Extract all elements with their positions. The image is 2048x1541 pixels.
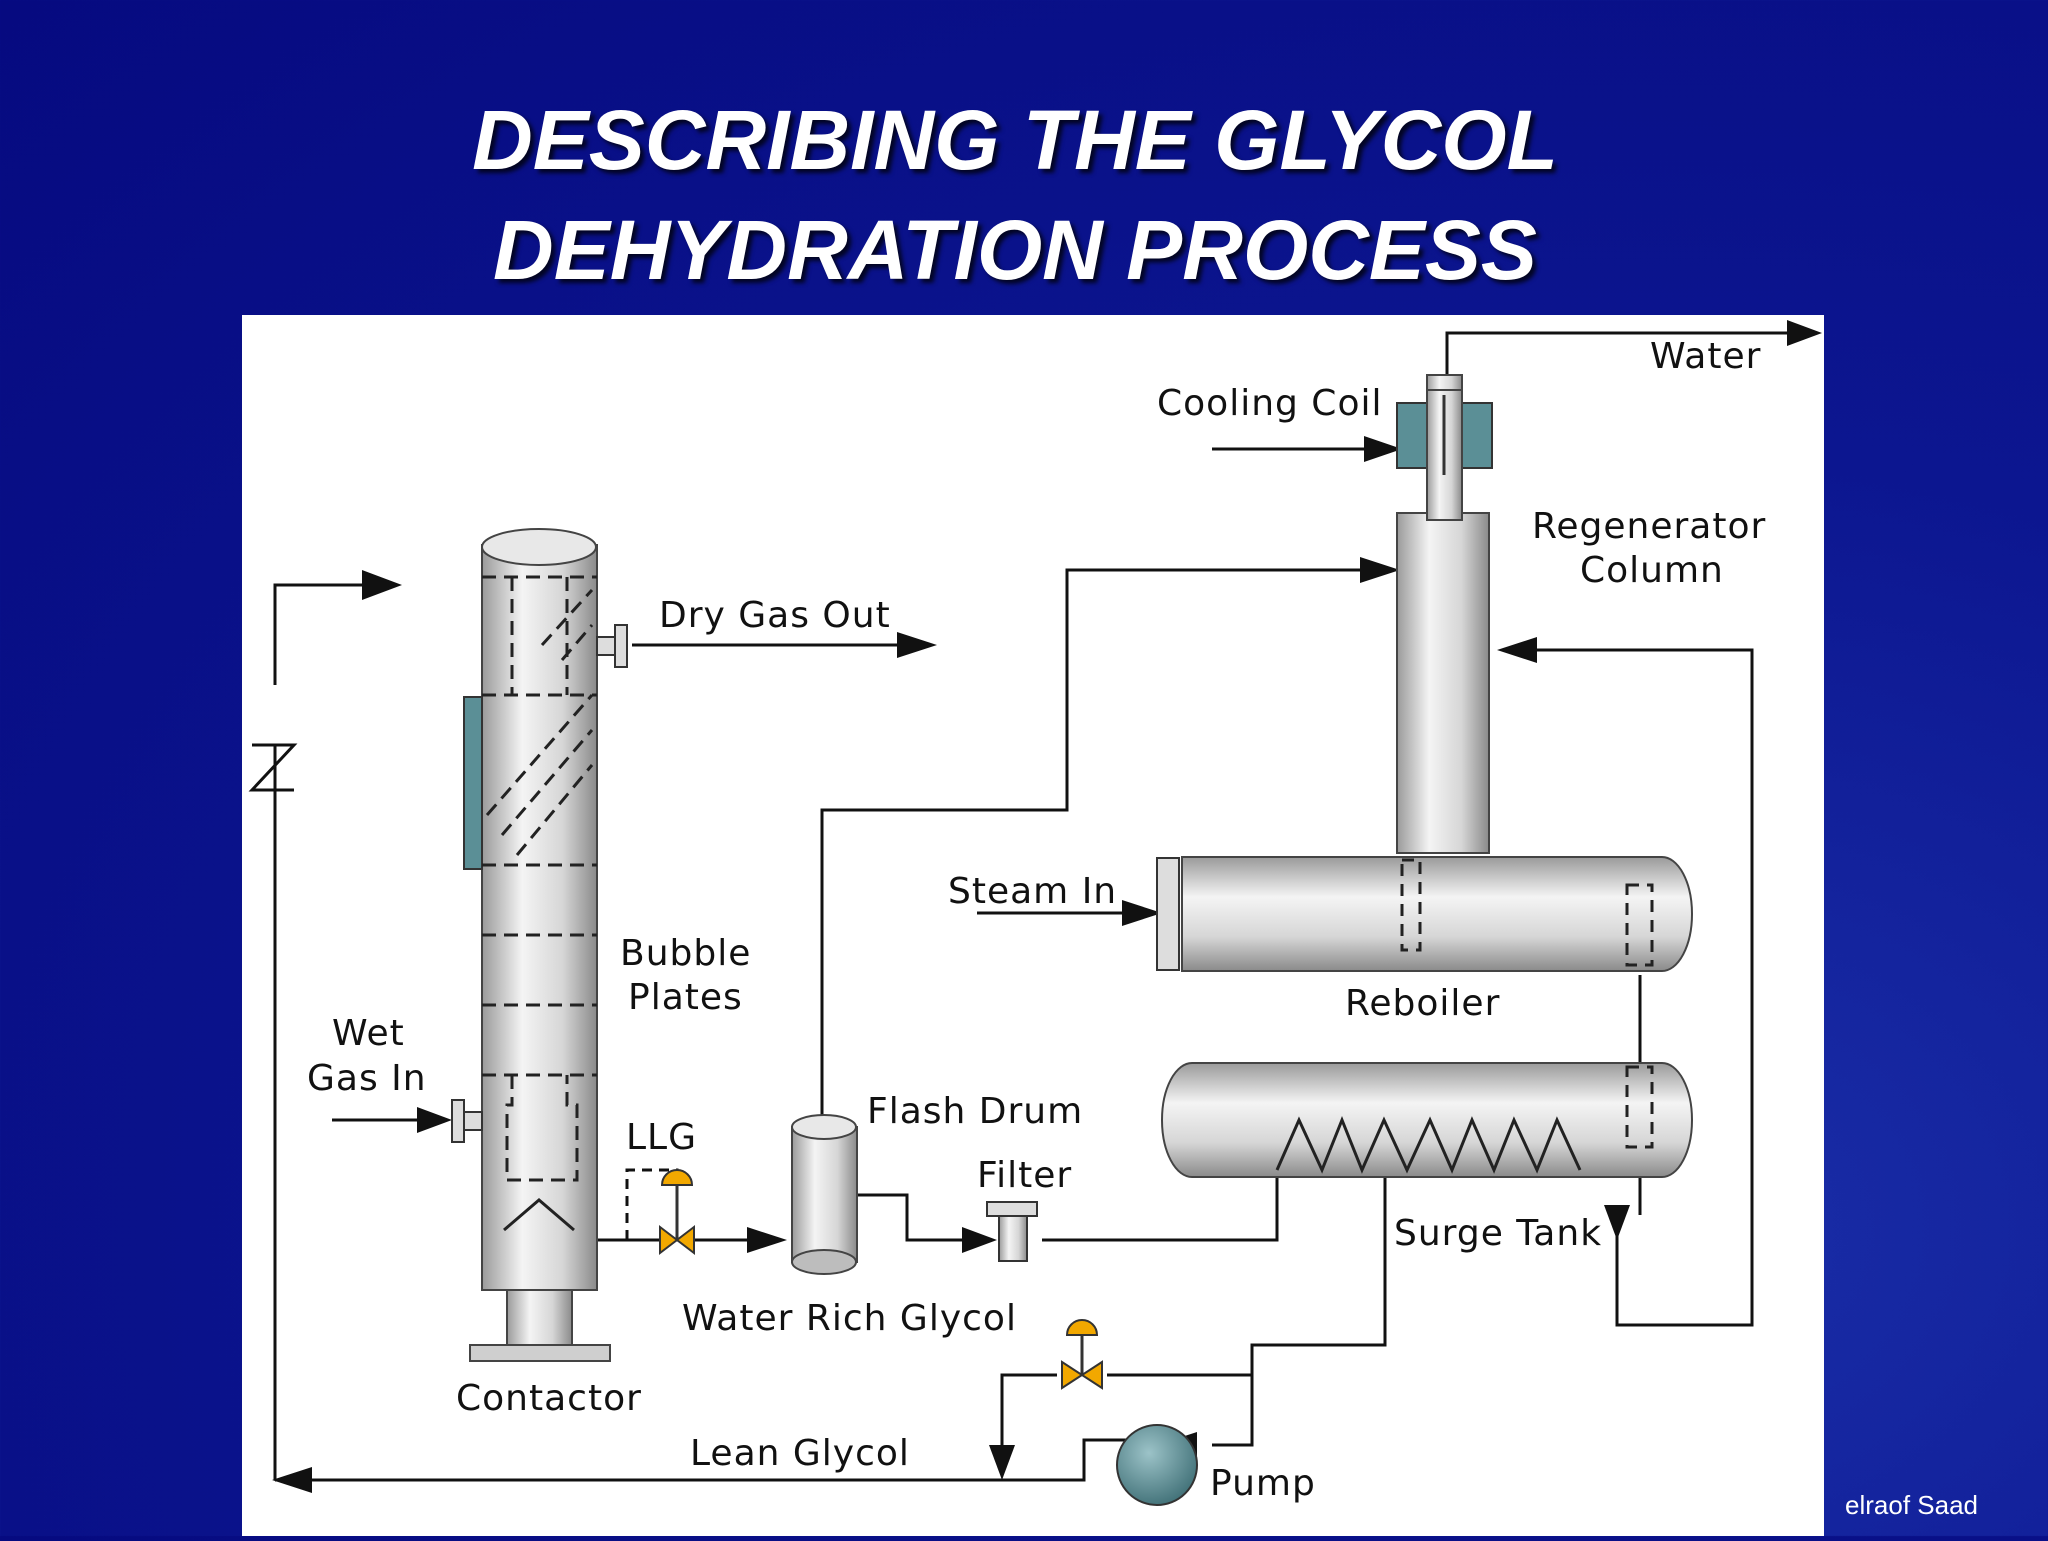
flow-arrows bbox=[272, 320, 1822, 1493]
label-pump: Pump bbox=[1210, 1463, 1316, 1504]
label-bubble-plates-line2: Plates bbox=[628, 977, 743, 1018]
piping bbox=[248, 331, 1802, 1482]
label-water-rich-glycol: Water Rich Glycol bbox=[682, 1298, 1017, 1339]
label-wet-gas-line1: Wet bbox=[332, 1013, 405, 1054]
label-wet-gas-line2: Gas In bbox=[307, 1058, 427, 1099]
label-filter: Filter bbox=[977, 1155, 1072, 1196]
title-line-1: DESCRIBING THE GLYCOL bbox=[472, 93, 1558, 187]
arrow-surge-down bbox=[1604, 1205, 1630, 1240]
surge-to-pump-line bbox=[1212, 1177, 1387, 1447]
arrow-regenerator-return bbox=[1497, 637, 1537, 663]
arrow-steam-in bbox=[1122, 900, 1162, 926]
line-break-symbol bbox=[248, 743, 298, 792]
label-llg: LLG bbox=[626, 1117, 697, 1158]
arrow-water-out bbox=[1787, 320, 1822, 346]
label-reboiler: Reboiler bbox=[1345, 983, 1500, 1024]
process-diagram: Water Cooling Coil Regenerator Column Dr… bbox=[248, 320, 1822, 1506]
flash-gas-line bbox=[820, 568, 1372, 1125]
flash-drum-vessel bbox=[791, 1114, 858, 1275]
bypass-control-valve bbox=[1061, 1319, 1103, 1390]
arrow-regenerator-feed bbox=[1360, 557, 1400, 583]
arrow-bypass-down bbox=[989, 1445, 1015, 1480]
label-flash-drum: Flash Drum bbox=[867, 1091, 1083, 1132]
filter-vessel bbox=[986, 1201, 1038, 1262]
label-steam-in: Steam In bbox=[948, 871, 1117, 912]
sight-glass bbox=[463, 696, 483, 870]
pump bbox=[1116, 1424, 1198, 1506]
title-line-2: DEHYDRATION PROCESS bbox=[493, 203, 1537, 297]
heat-exchange-loop-line bbox=[1507, 648, 1754, 1327]
footer-credit: elraof Saad bbox=[1845, 1490, 1978, 1520]
pump-bypass-line bbox=[1000, 1373, 1252, 1463]
slide-title: DESCRIBING THE GLYCOL DEHYDRATION PROCES… bbox=[240, 85, 1790, 305]
flash-drum-to-filter-line bbox=[857, 1193, 977, 1242]
arrow-cooling-coil-in bbox=[1364, 436, 1402, 462]
filter-to-surge-line bbox=[1042, 1177, 1279, 1242]
water-out-line bbox=[1445, 331, 1802, 375]
arrow-flash-drum-in bbox=[747, 1227, 787, 1253]
label-contactor: Contactor bbox=[456, 1378, 642, 1419]
diagram-labels: Water Cooling Coil Regenerator Column Dr… bbox=[307, 336, 1766, 1504]
arrow-contactor-top bbox=[362, 570, 402, 600]
pump-discharge-line bbox=[275, 1438, 1142, 1482]
label-lean-glycol: Lean Glycol bbox=[690, 1433, 910, 1474]
label-cooling-coil: Cooling Coil bbox=[1157, 383, 1382, 424]
arrow-wet-gas-in bbox=[417, 1107, 452, 1133]
label-water: Water bbox=[1650, 336, 1761, 377]
label-regenerator-line2: Column bbox=[1580, 550, 1724, 591]
llg-control-valve bbox=[659, 1169, 695, 1256]
process-diagram-panel: Water Cooling Coil Regenerator Column Dr… bbox=[242, 315, 1824, 1536]
reboiler-vessel bbox=[1156, 856, 1693, 972]
label-surge-tank: Surge Tank bbox=[1394, 1213, 1602, 1254]
label-dry-gas-out: Dry Gas Out bbox=[659, 595, 891, 636]
arrow-lean-glycol-left bbox=[272, 1467, 312, 1493]
lean-glycol-return-line bbox=[273, 583, 382, 1480]
surge-tank-vessel bbox=[1161, 1062, 1693, 1178]
label-bubble-plates-line1: Bubble bbox=[620, 933, 751, 974]
arrow-filter-in bbox=[962, 1227, 997, 1253]
contactor-vessel bbox=[451, 528, 628, 1362]
arrow-dry-gas-out bbox=[897, 632, 937, 658]
label-regenerator-line1: Regenerator bbox=[1532, 506, 1766, 547]
regenerator-column-vessel bbox=[1396, 374, 1493, 854]
